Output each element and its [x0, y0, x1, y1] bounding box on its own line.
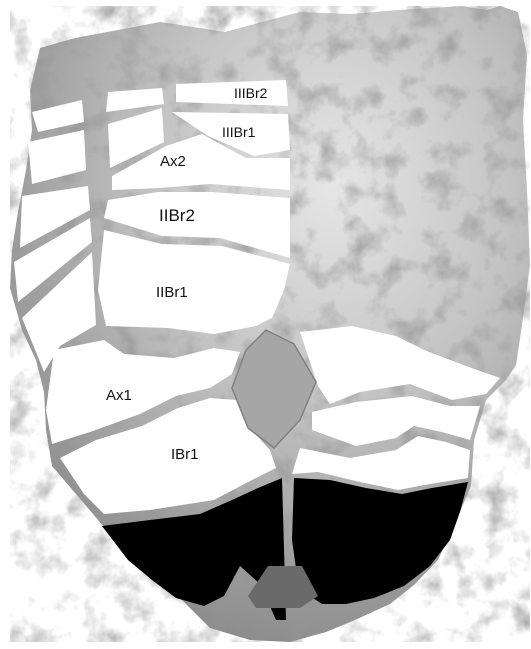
label-iiibr2: IIIBr2 [234, 85, 268, 101]
plate-iiibr2 [176, 80, 288, 106]
label-ax1: Ax1 [106, 387, 132, 404]
label-iibr1: IIBr1 [156, 284, 188, 301]
label-iibr2: IIBr2 [159, 206, 195, 225]
lower-dark-plate-right [292, 478, 468, 604]
label-iiibr1: IIIBr1 [222, 124, 256, 140]
label-ibr1: IBr1 [171, 446, 199, 463]
label-ax2: Ax2 [160, 153, 186, 170]
